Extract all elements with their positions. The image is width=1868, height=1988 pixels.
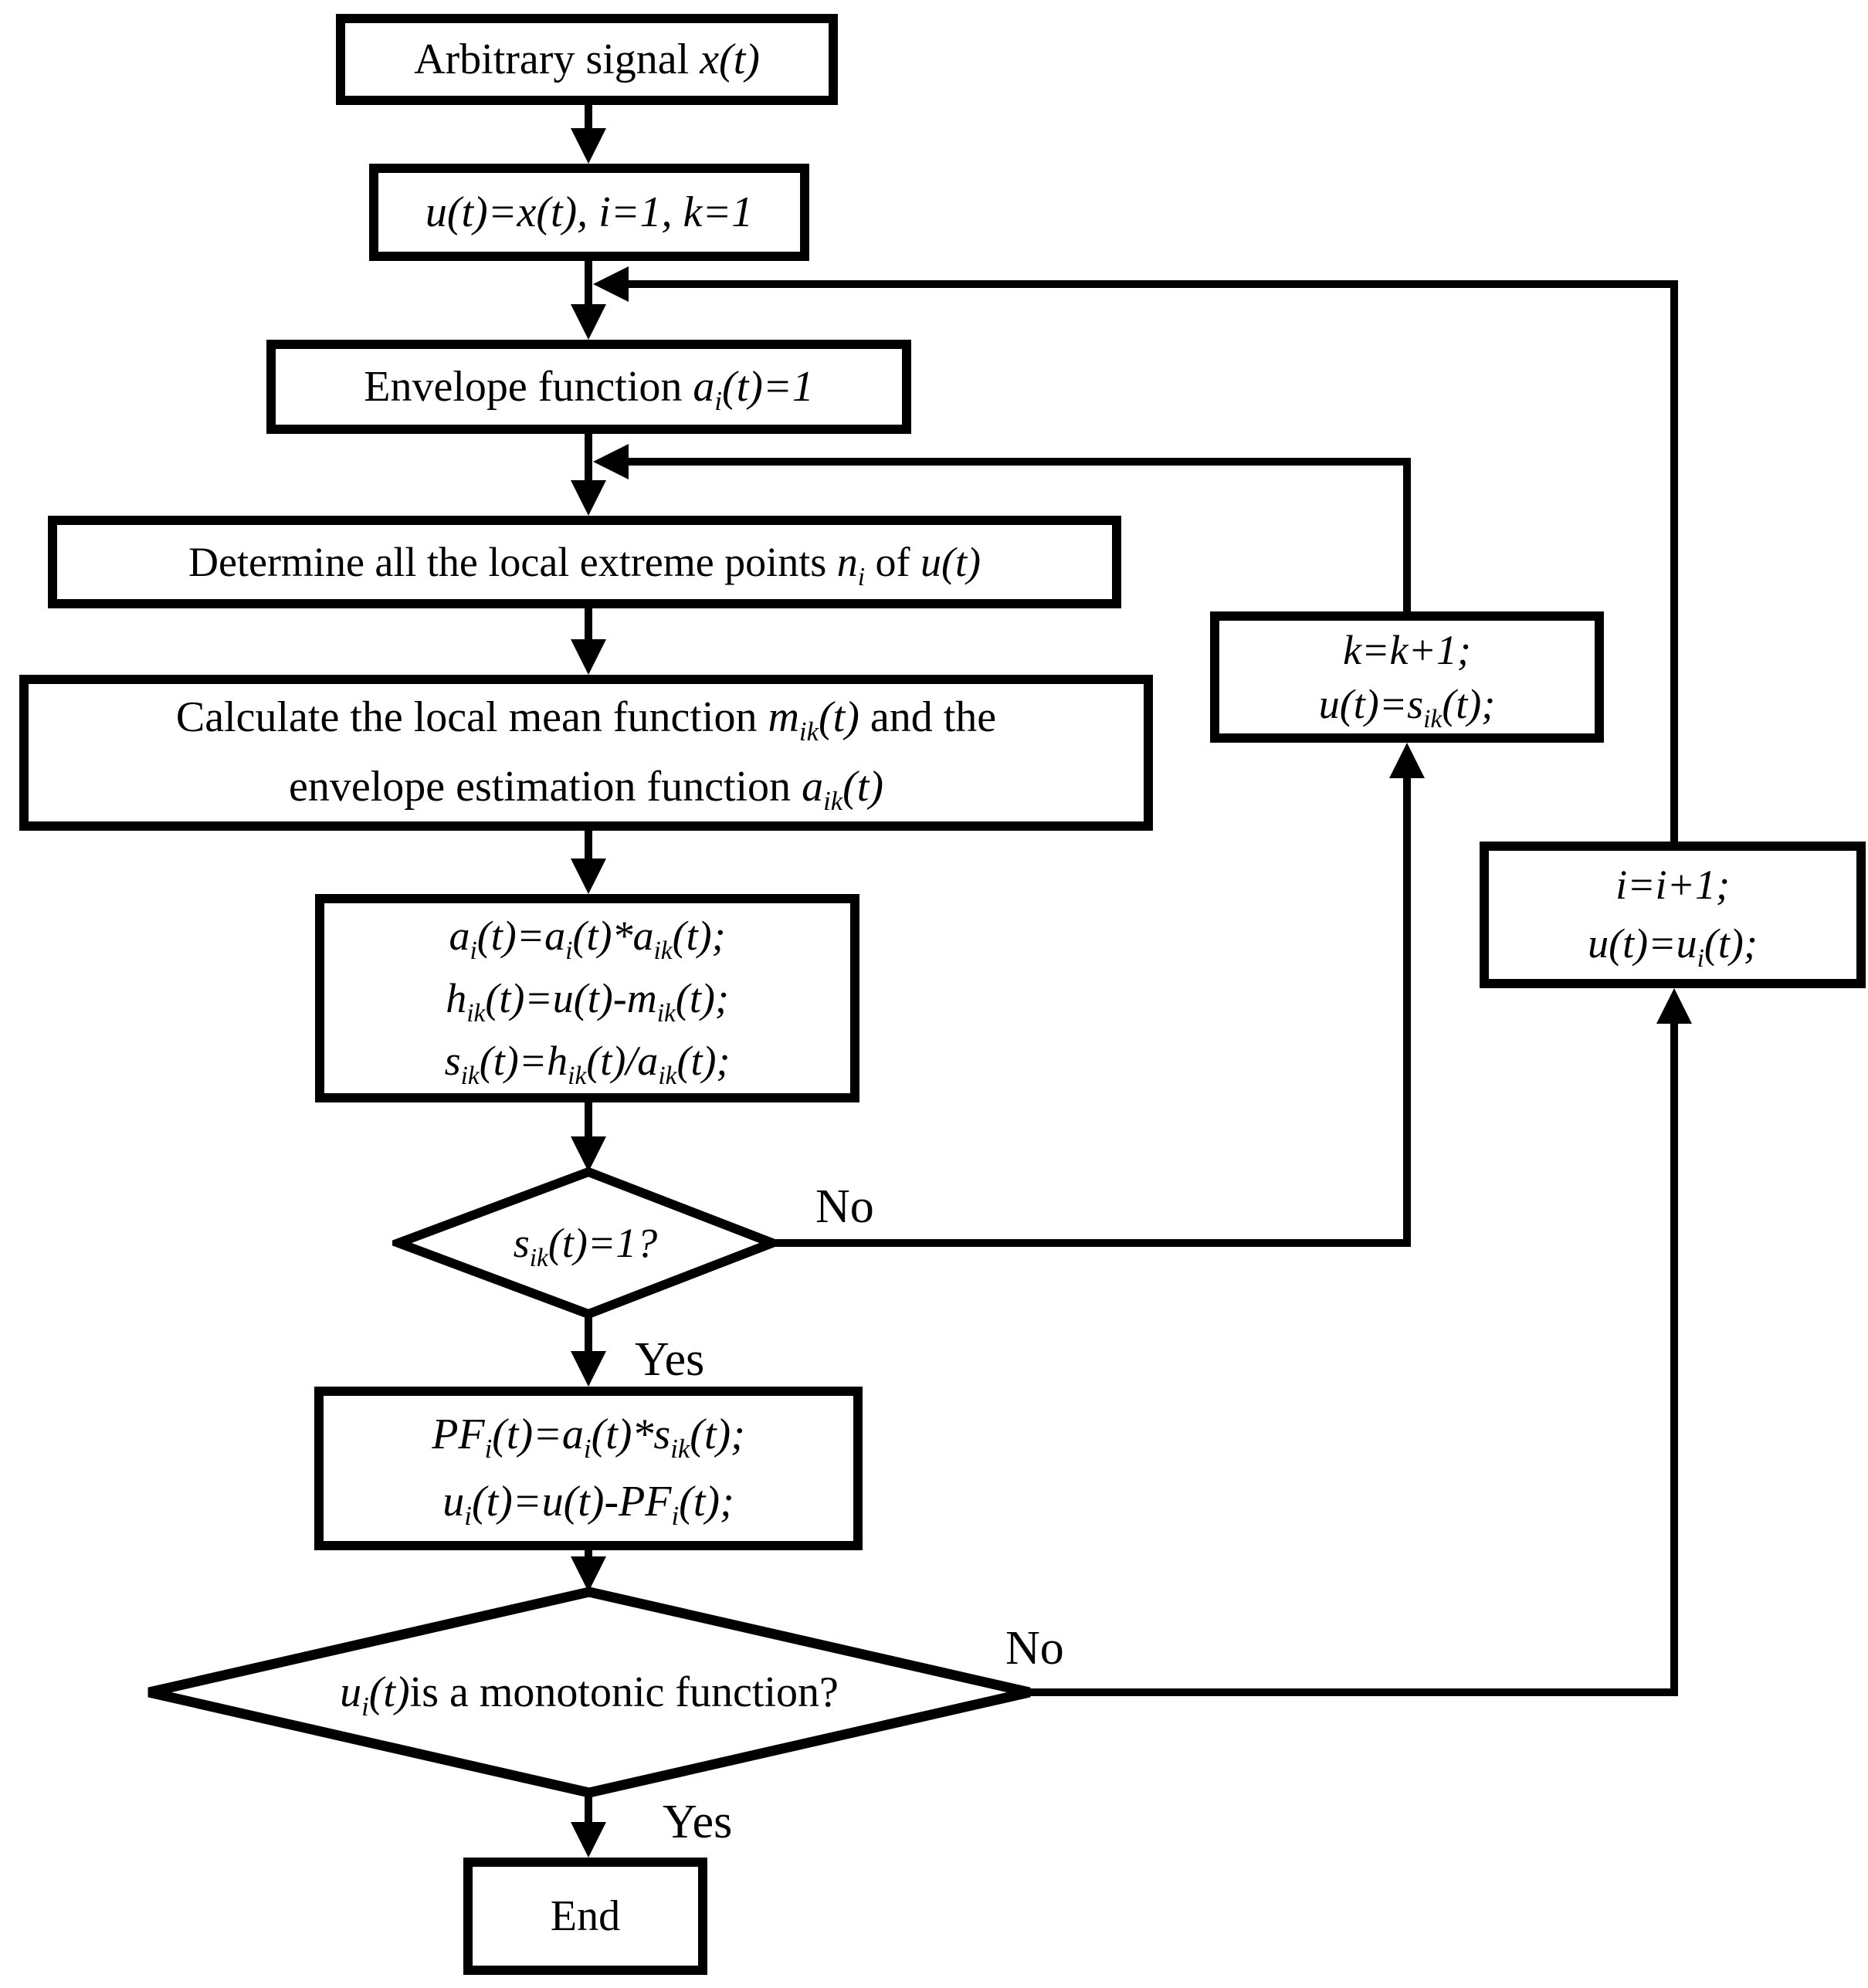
node-end: End <box>463 1858 707 1975</box>
branch-line-purity-no-vertical <box>1403 778 1411 1247</box>
node-init-label: u(t)=x(t), i=1, k=1 <box>425 188 754 236</box>
branch-line-monotonic-no-horizontal <box>1027 1688 1678 1696</box>
arrow-down-into-purity-icon <box>571 1136 606 1172</box>
decision-monotonic-label: ui(t) is a monotonic function? <box>340 1668 839 1722</box>
arrow-up-into-i-update-icon <box>1656 988 1692 1024</box>
node-envelope-function-label: Envelope function ai(t)=1 <box>364 363 814 417</box>
node-i-update-line-1: i=i+1; <box>1615 862 1730 909</box>
flow-line-extrema-to-localmean <box>585 608 592 642</box>
arrow-down-into-sift-icon <box>571 859 606 894</box>
node-find-extrema-label: Determine all the local extreme points n… <box>188 539 981 591</box>
arrow-down-into-extrema-icon <box>571 480 606 516</box>
arrow-down-into-monotonic-icon <box>571 1556 606 1592</box>
node-end-label: End <box>550 1892 621 1940</box>
node-sift-equations: ai(t)=ai(t)*aik(t); hik(t)=u(t)-mik(t); … <box>315 894 859 1102</box>
node-init: u(t)=x(t), i=1, k=1 <box>369 164 809 261</box>
node-local-mean-line-2: envelope estimation function aik(t) <box>289 763 883 817</box>
node-sift-line-2: hik(t)=u(t)-mik(t); <box>446 974 729 1028</box>
node-sift-line-3: sik(t)=hik(t)/aik(t); <box>444 1037 731 1090</box>
node-find-extrema: Determine all the local extreme points n… <box>48 516 1121 608</box>
node-i-update-line-2: u(t)=ui(t); <box>1588 920 1758 973</box>
flow-line-sift-to-purity <box>585 1102 592 1138</box>
label-monotonic-yes: Yes <box>663 1796 733 1848</box>
decision-monotonic-diamond-shape <box>147 1587 1031 1798</box>
arrow-up-into-k-update-icon <box>1389 743 1425 778</box>
node-local-mean: Calculate the local mean function mik(t)… <box>19 675 1153 831</box>
node-arbitrary-signal-label: Arbitrary signal x(t) <box>414 36 760 83</box>
loop-line-inner-right-vertical-upper <box>1403 458 1411 611</box>
flow-line-init-to-envelope <box>585 261 592 307</box>
arrow-down-into-end-icon <box>571 1822 606 1858</box>
node-envelope-function: Envelope function ai(t)=1 <box>266 340 911 434</box>
node-local-mean-line-1: Calculate the local mean function mik(t)… <box>175 693 997 747</box>
node-k-update-line-1: k=k+1; <box>1343 626 1471 673</box>
flow-line-monotonic-yes-to-end <box>585 1793 592 1824</box>
node-arbitrary-signal: Arbitrary signal x(t) <box>336 14 838 105</box>
node-pf-line-1: PFi(t)=ai(t)*sik(t); <box>432 1411 745 1465</box>
node-pf-extract: PFi(t)=ai(t)*sik(t); ui(t)=u(t)-PFi(t); <box>314 1387 863 1550</box>
decision-purity-label: sik(t)=1? <box>513 1220 658 1272</box>
flow-line-pf-to-monotonic <box>585 1550 592 1560</box>
flow-line-signal-to-init <box>585 105 592 131</box>
loop-line-outer-top-horizontal <box>627 280 1678 288</box>
node-k-update: k=k+1; u(t)=sik(t); <box>1210 611 1604 743</box>
flow-line-localmean-to-sift <box>585 831 592 862</box>
branch-line-purity-no-horizontal <box>772 1239 1411 1247</box>
label-purity-yes: Yes <box>635 1333 705 1386</box>
node-pf-line-2: ui(t)=u(t)-PFi(t); <box>442 1478 734 1532</box>
flow-line-envelope-to-extrema <box>585 434 592 483</box>
arrow-down-into-pf-icon <box>571 1351 606 1387</box>
branch-line-monotonic-no-vertical <box>1670 1024 1678 1696</box>
arrow-down-into-init-icon <box>571 128 606 164</box>
arrow-down-into-localmean-icon <box>571 639 606 675</box>
loop-line-inner-top-horizontal <box>627 458 1411 466</box>
arrow-left-inner-merge-icon <box>593 444 629 479</box>
flow-line-purity-yes-to-pf <box>585 1314 592 1353</box>
node-sift-line-1: ai(t)=ai(t)*aik(t); <box>449 912 726 965</box>
decision-purity-diamond-shape <box>392 1167 778 1319</box>
arrow-left-outer-merge-icon <box>593 266 629 302</box>
node-k-update-line-2: u(t)=sik(t); <box>1318 681 1496 733</box>
label-purity-no: No <box>815 1180 874 1233</box>
arrow-down-into-envelope-icon <box>571 304 606 340</box>
loop-line-outer-right-vertical-upper <box>1670 280 1678 842</box>
label-monotonic-no: No <box>1005 1622 1064 1675</box>
node-i-update: i=i+1; u(t)=ui(t); <box>1480 842 1866 988</box>
